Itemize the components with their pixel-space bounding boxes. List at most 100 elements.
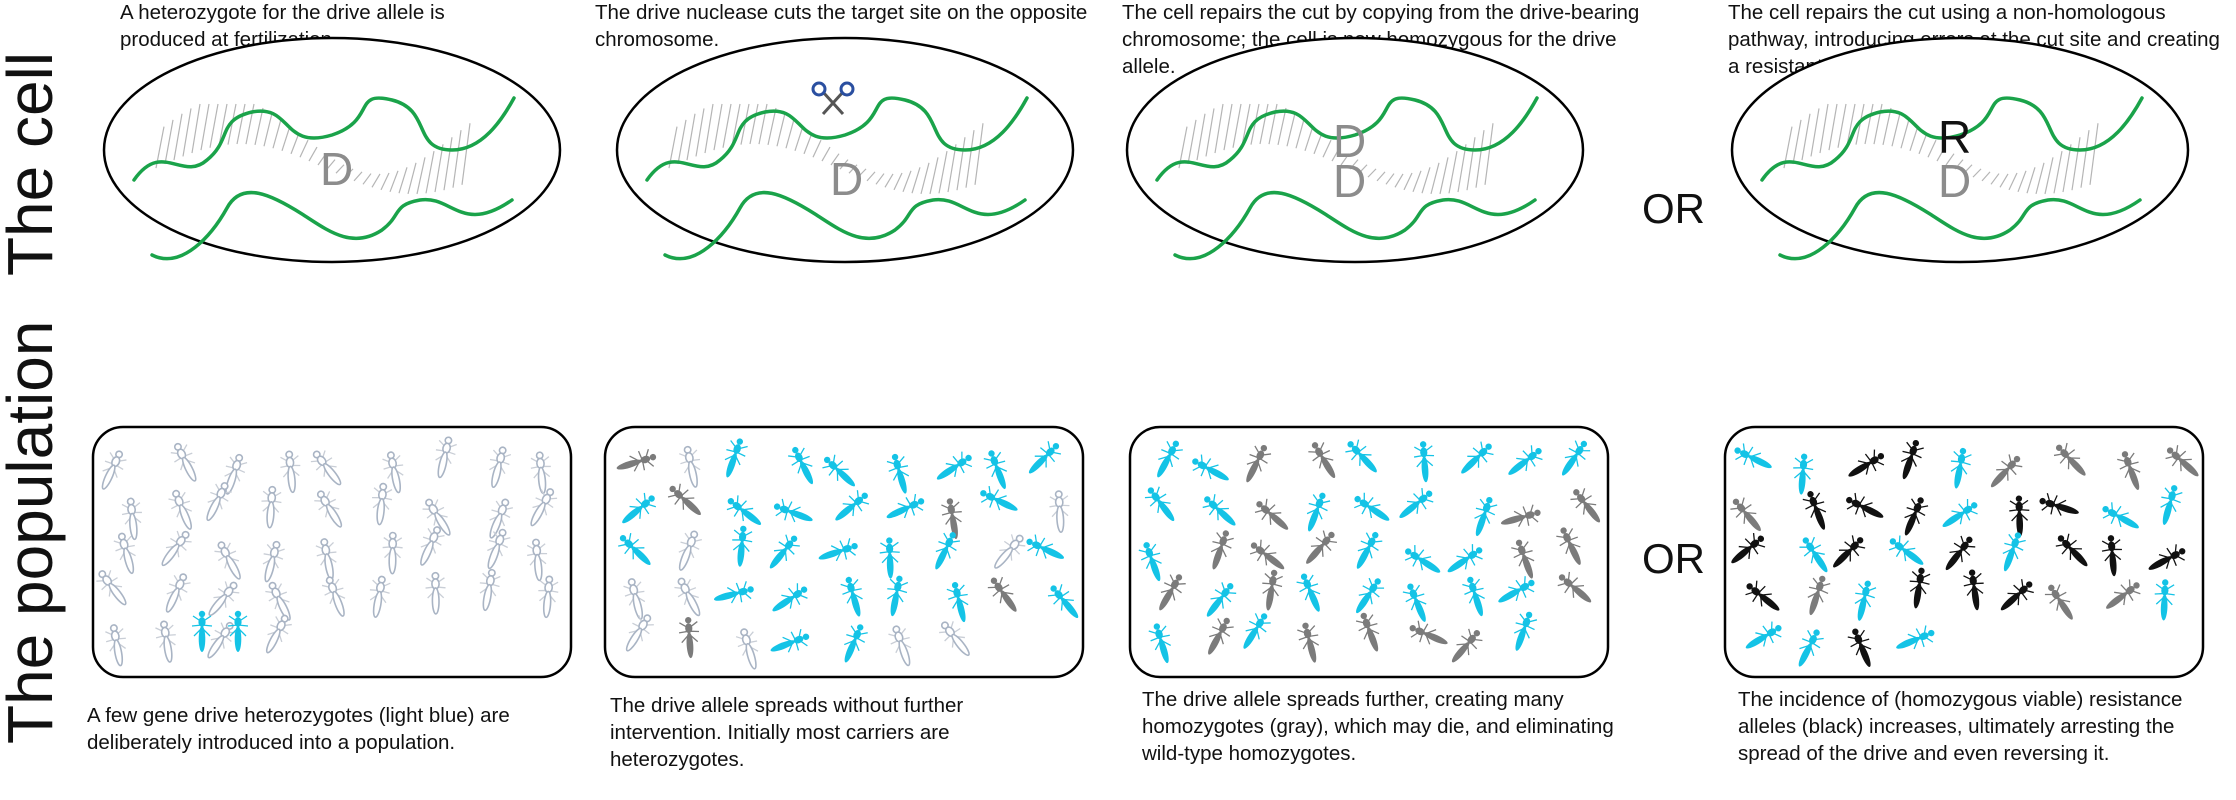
- mosquito-heterozygote-icon: [191, 610, 213, 652]
- mosquito-drive-homozygote-icon: [1500, 504, 1541, 527]
- mosquito-resistant-icon: [1745, 580, 1780, 611]
- cell-2: D: [615, 36, 1075, 264]
- mosquito-wild-type-icon: [530, 488, 558, 527]
- mosquito-heterozygote-icon: [1356, 577, 1385, 614]
- mosquito-drive-homozygote-icon: [2165, 445, 2199, 477]
- mosquito-wild-type-icon: [314, 490, 343, 528]
- mosquito-wild-type-icon: [487, 528, 511, 570]
- mosquito-heterozygote-icon: [1356, 531, 1383, 569]
- mosquito-drive-homozygote-icon: [2117, 451, 2141, 490]
- mosquito-heterozygote-icon: [935, 532, 961, 570]
- mosquito-drive-homozygote-icon: [987, 576, 1017, 612]
- dna-rungs: [1178, 103, 1494, 195]
- mosquito-wild-type-icon: [369, 575, 391, 618]
- mosquito-wild-type-icon: [422, 498, 451, 536]
- mosquito-heterozygote-icon: [1354, 492, 1390, 521]
- mosquito-drive-homozygote-icon: [1297, 622, 1320, 663]
- mosquito-wild-type-icon: [262, 540, 285, 583]
- mosquito-drive-homozygote-icon: [1557, 571, 1592, 603]
- mosquito-resistant-icon: [1900, 439, 1924, 480]
- population-row: [91, 425, 2205, 679]
- mosquito-heterozygote-icon: [1798, 629, 1824, 667]
- mosquito-heterozygote-icon: [1474, 496, 1498, 537]
- mosquito-heterozygote-icon: [1888, 535, 1924, 565]
- mosquito-heterozygote-icon: [1896, 625, 1935, 650]
- mosquito-resistant-icon: [1963, 569, 1984, 611]
- mosquito-heterozygote-icon: [1202, 494, 1236, 526]
- mosquito-heterozygote-icon: [1306, 492, 1331, 532]
- mosquito-wild-type-icon: [382, 531, 403, 575]
- mosquito-wild-type-icon: [168, 489, 193, 530]
- allele-r-label: R: [1938, 111, 1971, 163]
- mosquito-wild-type-icon: [121, 497, 142, 541]
- mosquito-drive-homozygote-icon: [1451, 628, 1483, 663]
- mosquito-heterozygote-icon: [1799, 536, 1828, 573]
- mosquito-resistant-icon: [2000, 579, 2034, 611]
- mosquito-heterozygote-icon: [772, 583, 808, 612]
- mosquito-heterozygote-icon: [1206, 582, 1237, 617]
- mosquito-wild-type-icon: [315, 538, 337, 581]
- mosquito-heterozygote-icon: [1561, 440, 1591, 476]
- mosquito-resistant-icon: [1731, 533, 1766, 564]
- mosquito-wild-type-icon: [530, 451, 551, 495]
- dna-rungs: [1783, 103, 2099, 195]
- mosquito-heterozygote-icon: [1148, 623, 1172, 664]
- mosquito-wild-type-icon: [161, 530, 192, 567]
- population-3: [1128, 425, 1610, 679]
- mosquito-drive-homozygote-icon: [616, 448, 657, 472]
- mosquito-drive-homozygote-icon: [2053, 442, 2086, 476]
- mosquito-heterozygote-icon: [770, 628, 810, 653]
- population-4: [1723, 425, 2205, 679]
- mosquito-heterozygote-icon: [788, 446, 814, 485]
- mosquito-drive-homozygote-icon: [1208, 617, 1234, 655]
- or-label-population: OR: [1642, 535, 1705, 582]
- mosquito-heterozygote-icon: [1513, 611, 1538, 651]
- mosquito-resistant-icon: [1945, 535, 1976, 571]
- mosquito-drive-homozygote-icon: [1246, 444, 1272, 483]
- population-box: [1723, 425, 2205, 679]
- mosquito-wild-type-icon: [382, 451, 404, 494]
- mosquito-heterozygote-icon: [1192, 454, 1229, 481]
- mosquito-wild-type-icon: [101, 450, 127, 490]
- mosquito-heterozygote-icon: [887, 575, 909, 617]
- mosquito-wild-type-icon: [425, 571, 446, 615]
- mosquito-heterozygote-icon: [2002, 532, 2026, 572]
- cell-caption-2: The drive nuclease cuts the target site …: [595, 1, 1088, 51]
- mosquito-heterozygote-icon: [1461, 441, 1494, 474]
- mosquito-heterozygote-icon: [822, 454, 856, 487]
- mosquito-wild-type-icon: [265, 614, 292, 654]
- mosquito-wild-type-icon: [735, 628, 759, 670]
- mosquito-wild-type-icon: [538, 575, 559, 619]
- mosquito-heterozygote-icon: [1345, 439, 1377, 473]
- mosquito-drive-homozygote-icon: [678, 617, 700, 659]
- mosquito-heterozygote-icon: [732, 525, 753, 567]
- mosquito-resistant-icon: [1909, 567, 1931, 609]
- cell-3: DD: [1125, 36, 1585, 264]
- mosquito-wild-type-icon: [489, 446, 512, 489]
- mosquito-resistant-icon: [2148, 544, 2186, 570]
- mosquito-heterozygote-icon: [1243, 613, 1271, 649]
- mosquito-drive-homozygote-icon: [1262, 569, 1283, 611]
- population-caption-4: The incidence of (homozygous viable) res…: [1738, 688, 2183, 765]
- mosquito-wild-type-icon: [165, 573, 191, 613]
- cell-membrane: [615, 36, 1075, 264]
- mosquito-wild-type-icon: [170, 442, 197, 482]
- mosquito-heterozygote-icon: [2154, 579, 2175, 621]
- mosquito-wild-type-icon: [96, 570, 127, 606]
- mosquito-heterozygote-icon: [773, 498, 813, 523]
- population-caption-1: A few gene drive heterozygotes (light bl…: [87, 704, 510, 754]
- mosquito-wild-type-icon: [420, 526, 445, 566]
- mosquito-wild-type-icon: [625, 614, 654, 652]
- mosquito-drive-homozygote-icon: [1355, 612, 1380, 652]
- population-caption-3: The drive allele spreads further, creati…: [1142, 688, 1614, 765]
- mosquito-heterozygote-icon: [1399, 487, 1434, 519]
- mosquito-wild-type-icon: [372, 482, 393, 526]
- chromosome-bottom: [150, 190, 514, 261]
- mosquito-wild-type-icon: [526, 538, 548, 582]
- mosquito-heterozygote-icon: [1296, 573, 1321, 612]
- mosquito-drive-homozygote-icon: [1159, 574, 1186, 611]
- mosquito-drive-homozygote-icon: [2106, 579, 2141, 609]
- mosquito-heterozygote-icon: [1734, 443, 1772, 469]
- mosquito-heterozygote-icon: [1144, 486, 1175, 522]
- mosquito-drive-homozygote-icon: [1306, 530, 1337, 564]
